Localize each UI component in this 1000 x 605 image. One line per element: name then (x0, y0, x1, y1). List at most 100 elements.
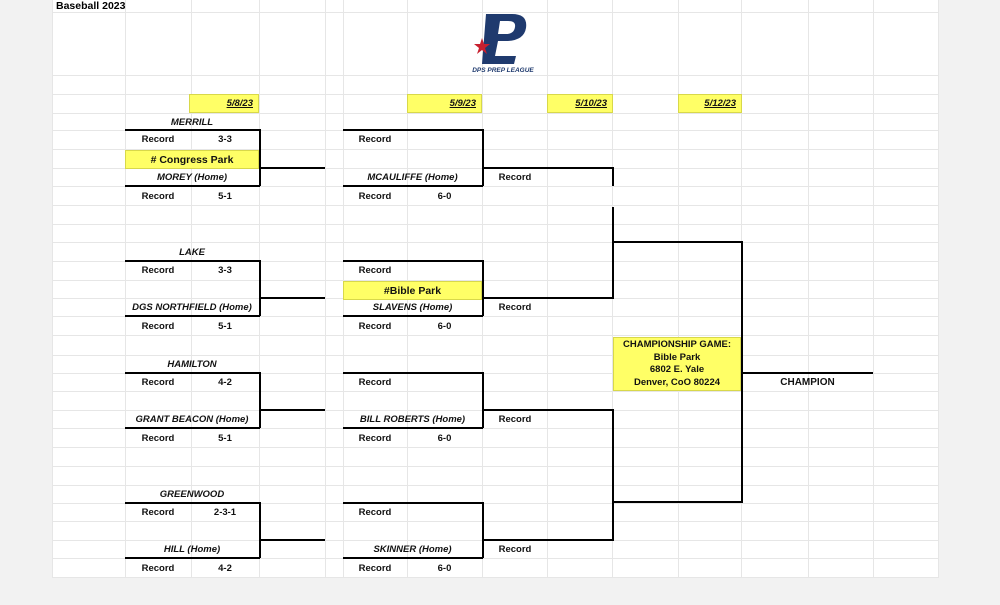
bracket-line (482, 129, 484, 186)
r2g2-away-record-label: Record (358, 265, 392, 276)
r2g4-away-record-label: Record (358, 507, 392, 518)
r2g4-home-record-label: Record (358, 562, 392, 574)
r1g1-home-team: MOREY (Home) (156, 172, 228, 183)
r2g1-away-record-label: Record (358, 134, 392, 145)
r1g2-home-team: DGS NORTHFIELD (Home) (132, 302, 252, 313)
grid-row-line (52, 335, 938, 336)
grid-row-line (52, 94, 938, 95)
grid-row-line (52, 149, 938, 150)
grid-column-line (938, 0, 939, 578)
bracket-line (612, 241, 742, 243)
grid-row-line (52, 466, 938, 467)
r1g2-away-team: LAKE (179, 247, 205, 258)
grid-row-line (52, 577, 938, 578)
bracket-line (125, 372, 260, 374)
r1g3-away-team: HAMILTON (167, 359, 217, 370)
grid-row-line (52, 373, 938, 374)
grid-column-line (325, 0, 326, 578)
r2g4-home-record: 6-0 (437, 562, 452, 574)
grid-row-line (52, 12, 938, 13)
grid-column-line (678, 0, 679, 578)
r1g1-home-record-label: Record (141, 190, 175, 202)
r2g3-home-record: 6-0 (437, 432, 452, 444)
grid-row-line (52, 391, 938, 392)
date-round1: 5/8/23 (189, 94, 259, 113)
grid-column-line (547, 0, 548, 578)
date-championship: 5/12/23 (678, 94, 742, 113)
bracket-line (612, 409, 614, 541)
championship-venue: Bible Park (653, 351, 701, 363)
r1g4-away-team: GREENWOOD (159, 489, 225, 500)
r2g4-home-team: SKINNER (Home) (373, 544, 452, 555)
bracket-line (741, 372, 873, 374)
r3-record-label-3: Record (498, 414, 532, 425)
grid-column-line (191, 0, 192, 578)
bracket-line (125, 315, 260, 317)
bracket-line (259, 539, 325, 541)
bracket-line (343, 315, 483, 317)
r2g1-home-team: MCAULIFFE (Home) (367, 172, 458, 183)
dps-prep-league-logo: DPS PREP LEAGUE (472, 14, 534, 74)
championship-title: CHAMPIONSHIP GAME: (622, 339, 732, 350)
bracket-line (482, 260, 484, 316)
r2g1-home-record: 6-0 (437, 190, 452, 202)
grid-row-line (52, 75, 938, 76)
bracket-line (612, 167, 614, 186)
bracket-line (259, 372, 261, 428)
bracket-line (125, 427, 260, 429)
r1g3-away-record-label: Record (141, 377, 175, 388)
bracket-line (259, 297, 325, 299)
r1g4-home-team: HILL (Home) (163, 544, 221, 555)
bracket-line (343, 557, 483, 559)
r1g3-home-team: GRANT BEACON (Home) (135, 414, 249, 425)
r1g1-home-record: 5-1 (218, 190, 232, 202)
bracket-line (259, 502, 261, 558)
bracket-line (125, 260, 260, 262)
r1g4-home-record: 4-2 (218, 562, 232, 574)
r2g2-home-record: 6-0 (437, 320, 452, 332)
bracket-line (343, 502, 483, 504)
grid-row-line (52, 130, 938, 131)
champion-label: CHAMPION (780, 376, 835, 388)
r1g1-away-team: MERRILL (170, 116, 214, 128)
grid-row-line (52, 261, 938, 262)
bracket-line (612, 207, 614, 299)
grid-row-line (52, 447, 938, 448)
grid-row-line (52, 205, 938, 206)
championship-street: 6802 E. Yale (649, 364, 705, 375)
date-round2: 5/9/23 (407, 94, 482, 113)
bracket-line (482, 502, 484, 558)
logo-text: DPS PREP LEAGUE (472, 67, 534, 74)
grid-row-line (52, 503, 938, 504)
r1g4-away-record: 2-3-1 (213, 507, 237, 518)
sheet-footer-area (0, 578, 1000, 605)
bracket-line (482, 167, 613, 169)
bracket-line (482, 297, 613, 299)
grid-row-line (52, 485, 938, 486)
bracket-line (482, 409, 613, 411)
grid-row-line (52, 224, 938, 225)
championship-city: Denver, CoO 80224 (633, 376, 721, 388)
grid-column-line (873, 0, 874, 578)
bracket-line (343, 427, 483, 429)
grid-column-line (52, 0, 53, 578)
grid-column-line (125, 0, 126, 578)
r1g2-home-record: 5-1 (218, 320, 232, 332)
r3-record-label-1: Record (498, 172, 532, 183)
bracket-line (125, 502, 260, 504)
grid-row-line (52, 242, 938, 243)
bracket-line (125, 129, 260, 131)
r2g3-home-record-label: Record (358, 432, 392, 444)
r1g3-home-record-label: Record (141, 432, 175, 444)
bracket-line (259, 167, 325, 169)
r1g4-home-record-label: Record (141, 562, 175, 574)
grid-row-line (52, 280, 938, 281)
grid-row-line (52, 558, 938, 559)
r1g3-home-record: 5-1 (218, 432, 232, 444)
bracket-line (343, 260, 483, 262)
r2g1-home-record-label: Record (358, 190, 392, 202)
date-round3: 5/10/23 (547, 94, 613, 113)
grid-row-line (52, 113, 938, 114)
bracket-line (343, 129, 483, 131)
